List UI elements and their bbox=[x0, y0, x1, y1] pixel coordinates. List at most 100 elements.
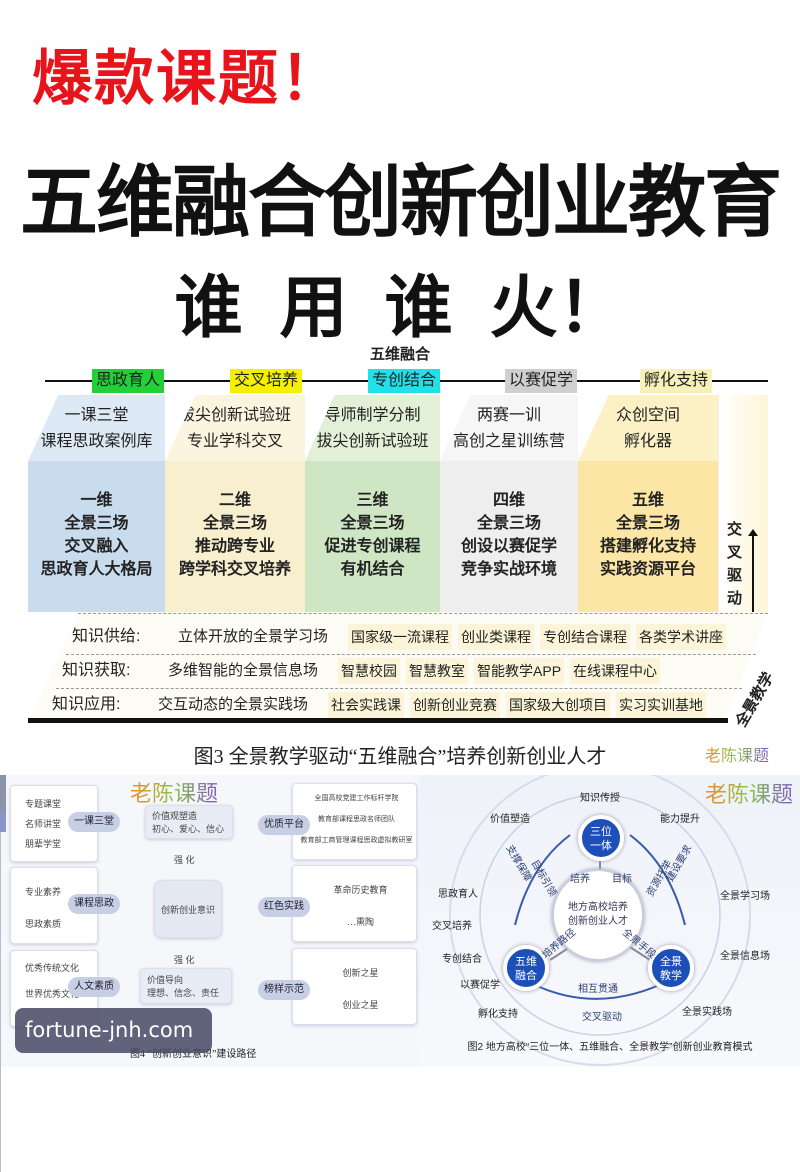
outer-label: 全景实践场 bbox=[682, 1007, 732, 1018]
outer-label: 全景信息场 bbox=[720, 951, 770, 962]
column-front-face: 一维全景三场交叉融入思政育人大格局 bbox=[28, 461, 165, 612]
knowledge-row: 知识供给:立体开放的全景学习场国家级一流课程创业类课程专创结合课程各类学术讲座 bbox=[72, 620, 727, 654]
row-item: 智能教学APP bbox=[474, 658, 565, 684]
top-value-box: 价值观塑造初心、爱心、信心 bbox=[145, 805, 233, 839]
box-line: 初心、爱心、信心 bbox=[152, 824, 225, 834]
group-item: 思政素质 bbox=[25, 919, 62, 929]
row-item: 国家级一流课程 bbox=[348, 624, 453, 650]
column-front-line: 二维 bbox=[218, 492, 251, 509]
figure-4-caption: 图4 “创新创业意识”建设路径 bbox=[130, 1049, 257, 1060]
column-front-face: 三维全景三场促进专创课程有机结合 bbox=[305, 461, 440, 612]
center-concept-box: 创新创业意识 bbox=[154, 880, 222, 938]
circle-line: 五维 bbox=[515, 956, 537, 968]
column-top-face: 两赛一训高创之星训练营 bbox=[440, 395, 578, 461]
row-item: 创新创业竞赛 bbox=[410, 692, 501, 718]
arrow-up-icon bbox=[0, 810, 6, 832]
group-pill: 人文素质 bbox=[68, 977, 120, 997]
column-front-line: 五维 bbox=[631, 492, 664, 509]
group-item: …熏陶 bbox=[346, 917, 374, 927]
box-line: 理想、信念、责任 bbox=[147, 988, 220, 998]
column-top-face: 导师制学分制拔尖创新试验班 bbox=[305, 395, 440, 461]
column-tag: 孵化支持 bbox=[640, 369, 713, 393]
column-front-line: 三维 bbox=[356, 492, 389, 509]
ring-lines bbox=[449, 775, 751, 1066]
column-3: 导师制学分制拔尖创新试验班三维全景三场促进专创课程有机结合 bbox=[305, 395, 440, 612]
column-front-face: 二维全景三场推动跨专业跨学科交叉培养 bbox=[165, 461, 305, 612]
row-divider bbox=[66, 654, 756, 655]
watermark: 老陈课题 bbox=[705, 777, 793, 809]
row-label: 知识供给: bbox=[72, 628, 141, 645]
column-top-line: 拔尖创新试验班 bbox=[316, 433, 429, 450]
group-item: 优秀传统文化 bbox=[25, 963, 80, 973]
side-label: 交叉驱动 bbox=[727, 521, 743, 607]
column-tag: 思政育人 bbox=[92, 369, 165, 393]
inner-label: 交叉驱动 bbox=[582, 1012, 622, 1023]
group-item: 创新之星 bbox=[342, 968, 379, 978]
inner-label: 培养 bbox=[570, 874, 590, 885]
column-top-line: 两赛一训 bbox=[476, 407, 541, 424]
column-top-line: 众创空间 bbox=[615, 407, 680, 424]
group-item: 世界优秀文化 bbox=[25, 989, 80, 999]
outer-label: 知识传授 bbox=[580, 793, 620, 804]
group-item: 教育部工商管理课程思政虚拟教研室 bbox=[300, 837, 413, 844]
column-front-line: 思政育人大格局 bbox=[40, 561, 153, 578]
column-front-face: 五维全景三场搭建孵化支持实践资源平台 bbox=[578, 461, 718, 612]
arrow-up-icon bbox=[748, 529, 758, 612]
column-front-line: 交叉融入 bbox=[64, 538, 129, 555]
group-item: 朋辈学堂 bbox=[25, 839, 62, 849]
row-main: 多维智能的全景信息场 bbox=[168, 662, 319, 679]
column-top-line: 专业学科交叉 bbox=[186, 433, 283, 450]
site-watermark: fortune-jnh.com bbox=[15, 1008, 212, 1053]
box-line: 价值观塑造 bbox=[152, 811, 198, 821]
mode-circle: 全景教学 bbox=[648, 945, 694, 991]
slogan: 谁 用 谁 火！ bbox=[174, 270, 626, 346]
arrow-down-icon bbox=[0, 775, 6, 810]
row-item: 社会实践课 bbox=[328, 692, 405, 718]
row-item: 专创结合课程 bbox=[540, 624, 631, 650]
outer-label: 能力提升 bbox=[660, 814, 700, 825]
column-5: 众创空间孵化器五维全景三场搭建孵化支持实践资源平台 bbox=[578, 395, 718, 612]
group-item: 教育部课程思政名师团队 bbox=[318, 816, 395, 823]
column-front-line: 全景三场 bbox=[615, 515, 680, 532]
group-pill: 红色实践 bbox=[258, 897, 310, 917]
outer-label: 价值塑造 bbox=[490, 814, 530, 825]
column-top-line: 一课三堂 bbox=[64, 407, 129, 424]
group-item: 全国高校党建工作标杆学院 bbox=[314, 795, 399, 802]
column-top-line: 孵化器 bbox=[623, 433, 672, 450]
circle-line: 三位 bbox=[590, 826, 612, 838]
column-front-line: 全景三场 bbox=[340, 515, 405, 532]
inner-label: 目标 bbox=[612, 874, 632, 885]
column-top-line: 高创之星训练营 bbox=[452, 433, 565, 450]
group-pill: 一课三堂 bbox=[68, 812, 120, 832]
column-top-face: 众创空间孵化器 bbox=[578, 395, 718, 461]
row-item: 智慧教室 bbox=[406, 658, 469, 684]
column-front-line: 推动跨专业 bbox=[194, 538, 275, 555]
column-front-face: 四维全景三场创设以赛促学竞争实战环境 bbox=[440, 461, 578, 612]
group-item: 创业之星 bbox=[342, 1000, 379, 1010]
column-top-line: 导师制学分制 bbox=[324, 407, 421, 424]
box-line: 价值导向 bbox=[147, 975, 184, 985]
center-line: 地方高校培养 bbox=[568, 902, 628, 913]
row-main: 交互动态的全景实践场 bbox=[158, 696, 309, 713]
column-front-line: 全景三场 bbox=[476, 515, 541, 532]
side-face bbox=[718, 395, 768, 612]
watermark: 老陈课题 bbox=[705, 742, 769, 766]
knowledge-row: 知识应用:交互动态的全景实践场社会实践课创新创业竞赛国家级大创项目实习实训基地 bbox=[52, 688, 707, 722]
column-tag: 以赛促学 bbox=[505, 369, 578, 393]
group-pill: 优质平台 bbox=[258, 815, 310, 835]
column-front-line: 全景三场 bbox=[202, 515, 267, 532]
column-top-face: 一课三堂课程思政案例库 bbox=[28, 395, 165, 461]
row-main: 立体开放的全景学习场 bbox=[178, 628, 329, 645]
column-front-line: 跨学科交叉培养 bbox=[178, 561, 291, 578]
column-front-line: 促进专创课程 bbox=[324, 538, 421, 555]
mode-circle: 三位一体 bbox=[578, 815, 624, 861]
right-group-box: 全国高校党建工作标杆学院教育部课程思政名师团队教育部工商管理课程思政虚拟教研室 bbox=[292, 783, 417, 860]
center-line: 创新创业人才 bbox=[568, 916, 628, 927]
circle-line: 全景 bbox=[660, 956, 682, 968]
row-item: 国家级大创项目 bbox=[506, 692, 611, 718]
watermark: 老陈课题 bbox=[130, 776, 218, 808]
strengthen-label: 强 化 bbox=[174, 955, 195, 965]
outer-label: 孵化支持 bbox=[478, 1009, 518, 1020]
connector-line bbox=[0, 1002, 1, 1172]
bottom-value-box: 价值导向理想、信念、责任 bbox=[140, 968, 232, 1004]
